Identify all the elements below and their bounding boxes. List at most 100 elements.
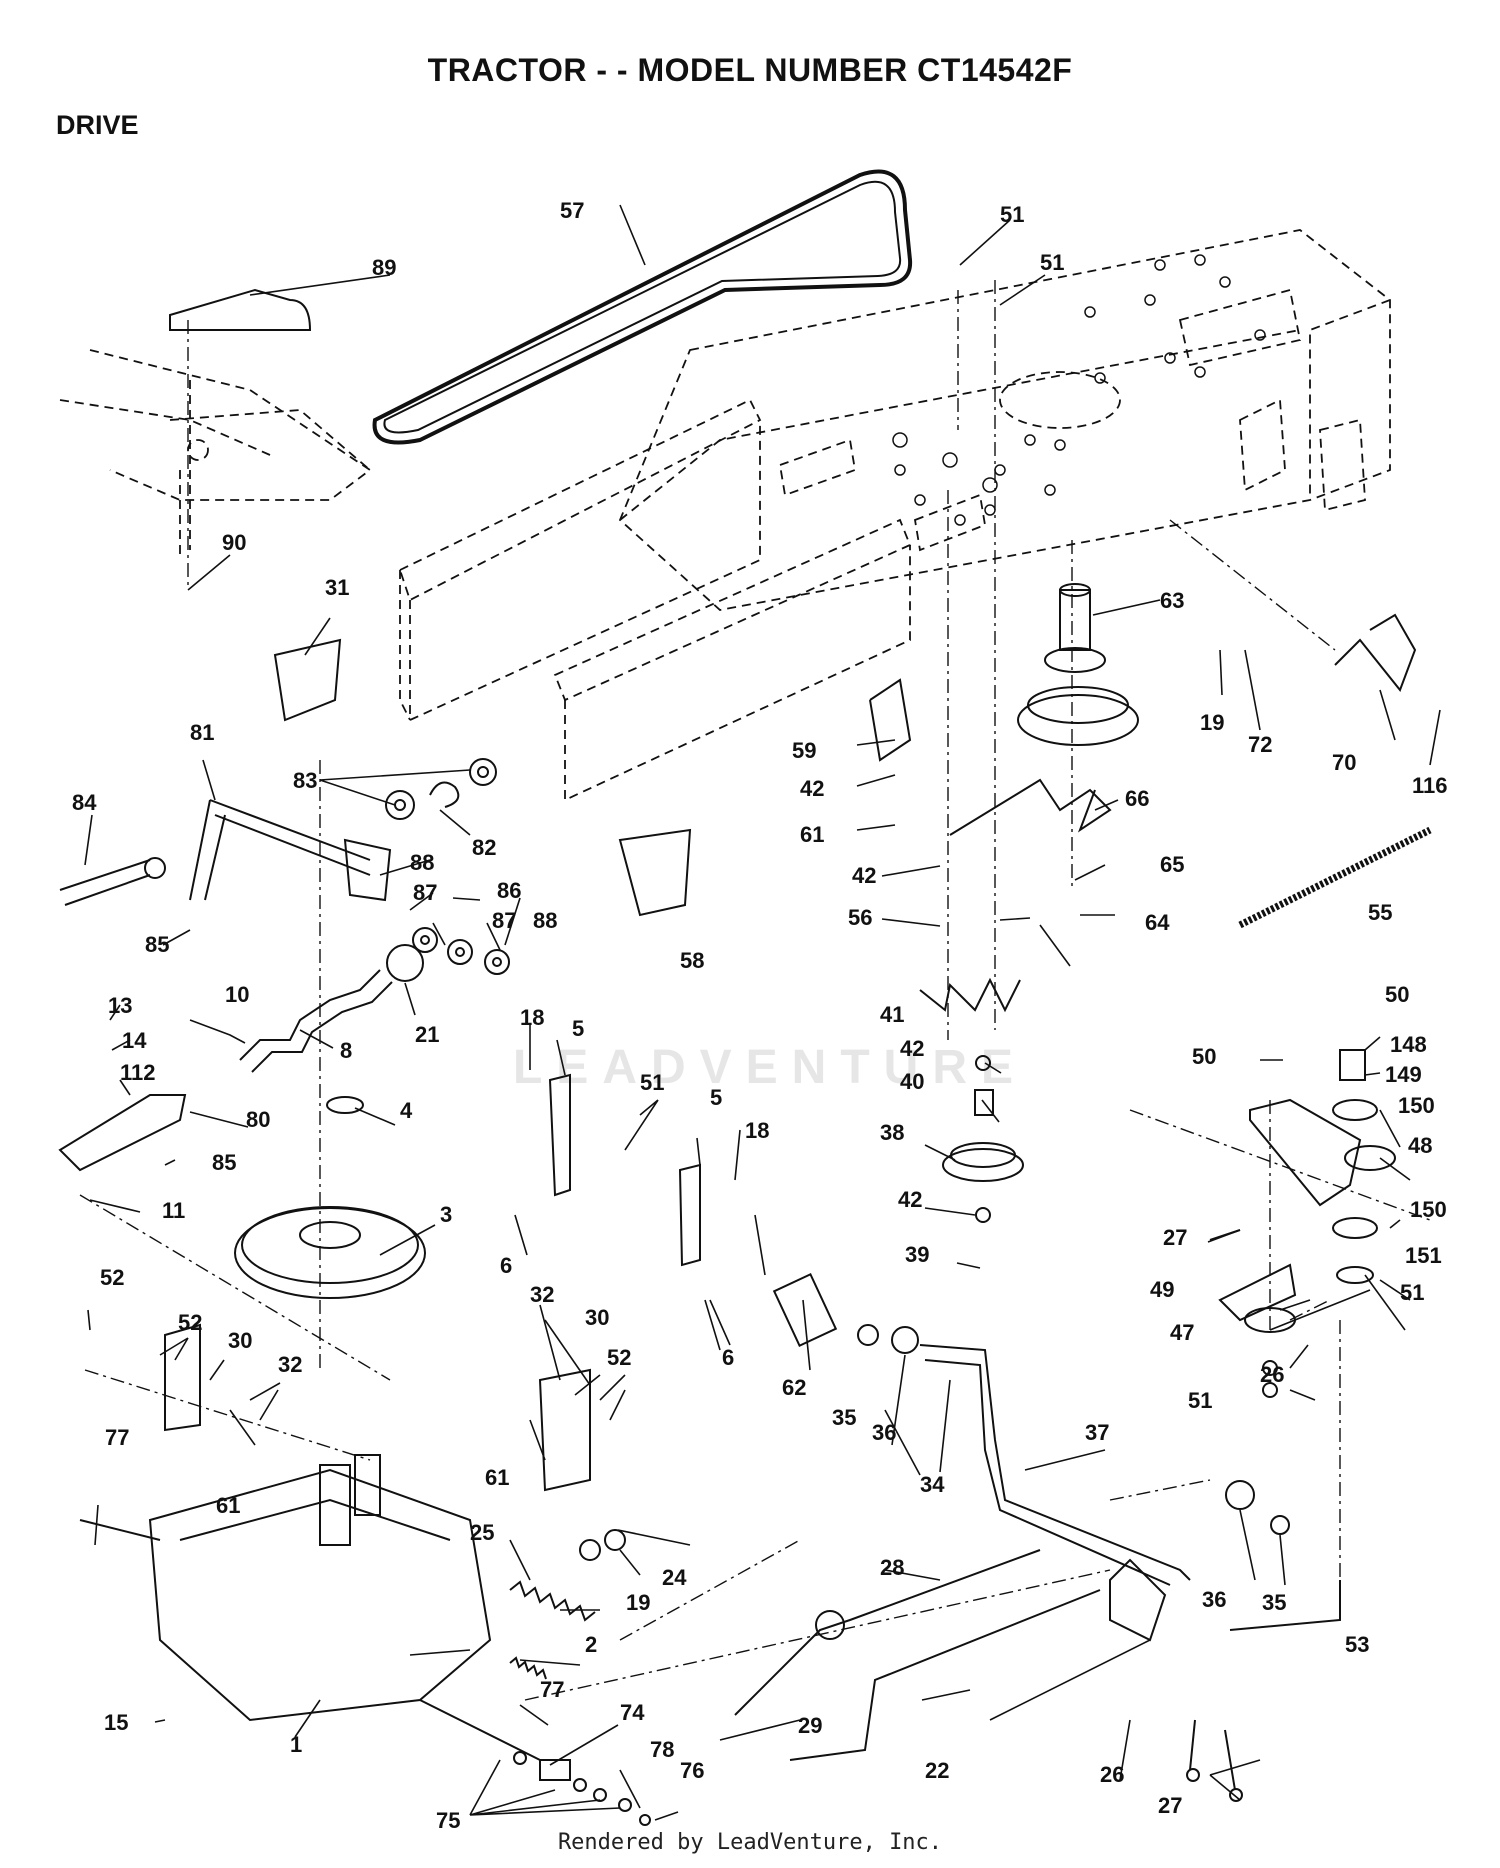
part-label-87: 87 [492,908,516,933]
part-label-51: 51 [640,1070,664,1095]
part-label-10: 10 [225,982,249,1007]
part-label-5: 5 [710,1085,722,1110]
part-label-26: 26 [1100,1762,1124,1787]
part-label-51: 51 [1188,1388,1212,1413]
part-label-150: 150 [1398,1093,1435,1118]
part-label-30: 30 [585,1305,609,1330]
part-label-32: 32 [278,1352,302,1377]
watermark: LEADVENTURE [512,1041,1028,1094]
part-label-4: 4 [400,1098,413,1123]
pins-27 [1186,1229,1243,1802]
part-label-50: 50 [1192,1044,1216,1069]
part-label-27: 27 [1163,1225,1187,1250]
part-label-63: 63 [1160,588,1184,613]
part-label-51: 51 [1040,250,1064,275]
part-label-2: 2 [585,1632,597,1657]
part-label-86: 86 [497,878,521,903]
part-label-42: 42 [898,1187,922,1212]
part-label-151: 151 [1405,1243,1442,1268]
part-label-76: 76 [680,1758,704,1783]
part-label-61: 61 [485,1465,509,1490]
shaft-parts-74-78 [513,1751,651,1826]
part-label-70: 70 [1332,750,1356,775]
part-label-61: 61 [216,1493,240,1518]
part-label-61: 61 [800,822,824,847]
part-label-56: 56 [848,905,872,930]
part-label-8: 8 [340,1038,352,1063]
leader-lines [84,204,1441,1821]
part-label-32: 32 [530,1282,554,1307]
arm-80 [58,1094,187,1172]
part-label-42: 42 [800,776,824,801]
frame-holes [892,254,1266,526]
part-label-72: 72 [1248,732,1272,757]
part-label-48: 48 [1408,1133,1432,1158]
part-label-39: 39 [905,1242,929,1267]
part-label-51: 51 [1000,202,1024,227]
diagram-title: TRACTOR - - MODEL NUMBER CT14542F [427,52,1073,88]
spring-41 [919,977,1021,1013]
part-label-77: 77 [105,1425,129,1450]
part-label-36: 36 [872,1420,896,1445]
part-label-55: 55 [1368,900,1392,925]
footer-credit: Rendered by LeadVenture, Inc. [557,1830,943,1855]
part-label-58: 58 [680,948,704,973]
part-label-57: 57 [560,198,584,223]
part-label-42: 42 [852,863,876,888]
part-label-81: 81 [190,720,214,745]
part-label-19: 19 [626,1590,650,1615]
drive-belt [372,169,913,445]
part-label-53: 53 [1345,1632,1369,1657]
part-label-80: 80 [246,1107,270,1132]
part-label-35: 35 [832,1405,856,1430]
part-label-90: 90 [222,530,246,555]
part-label-13: 13 [108,993,132,1018]
part-label-49: 49 [1150,1277,1174,1302]
bracket-31 [273,638,342,722]
springs [509,1529,626,1680]
section-heading: DRIVE [56,110,139,140]
plate-89 [169,288,312,331]
part-label-18: 18 [745,1118,769,1143]
part-label-47: 47 [1170,1320,1194,1345]
construction-lines [79,280,1431,1701]
part-label-85: 85 [145,932,169,957]
part-label-41: 41 [880,1002,904,1027]
part-label-78: 78 [650,1737,674,1762]
rod-66 [949,778,1112,836]
part-label-36: 36 [1202,1587,1226,1612]
part-label-3: 3 [440,1202,452,1227]
part-label-116: 116 [1412,773,1448,798]
part-label-59: 59 [792,738,816,763]
part-label-1: 1 [290,1732,302,1757]
part-label-150: 150 [1410,1197,1447,1222]
part-label-27: 27 [1158,1793,1182,1818]
part-label-88: 88 [533,908,557,933]
spring-55 [1238,826,1432,929]
part-label-38: 38 [880,1120,904,1145]
rod-70 [1334,613,1417,692]
shift-rod-8 [239,944,424,1073]
pulley-38 [942,1055,1024,1223]
part-label-66: 66 [1125,786,1149,811]
part-label-35: 35 [1262,1590,1286,1615]
part-label-30: 30 [228,1328,252,1353]
part-label-149: 149 [1385,1062,1422,1087]
part-label-42: 42 [900,1036,924,1061]
bracket-58 [618,828,692,917]
fender-outline [59,349,372,560]
pulley-3 [234,1096,426,1299]
part-label-24: 24 [662,1565,687,1590]
part-label-52: 52 [178,1310,202,1335]
part-label-26: 26 [1260,1362,1284,1387]
part-label-77: 77 [540,1677,564,1702]
part-label-88: 88 [410,850,434,875]
part-label-11: 11 [162,1198,185,1223]
part-label-28: 28 [880,1555,904,1580]
part-label-62: 62 [782,1375,806,1400]
part-label-40: 40 [900,1069,924,1094]
part-label-52: 52 [100,1265,124,1290]
part-label-82: 82 [472,835,496,860]
part-label-5: 5 [572,1016,584,1041]
